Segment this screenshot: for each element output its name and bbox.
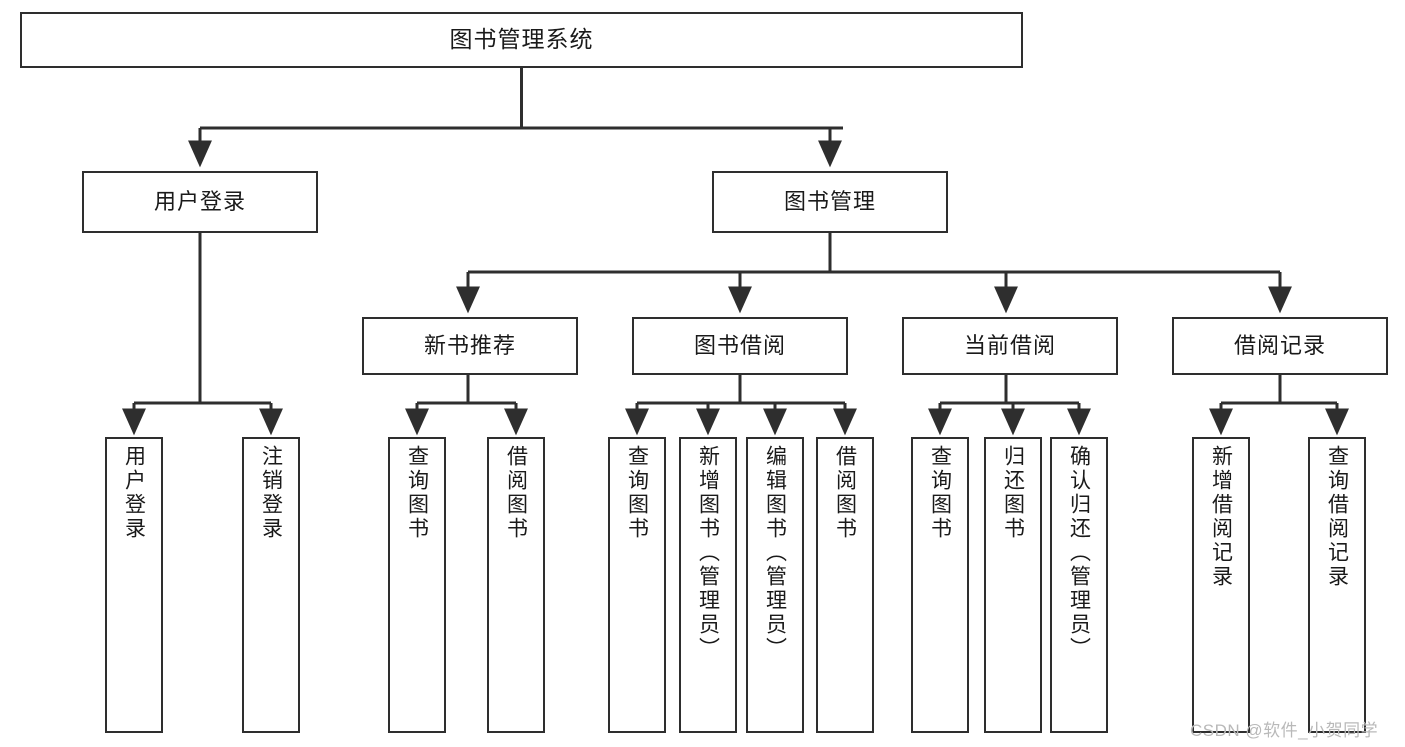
- node-leaf-add-book-label: 新增图书（管理员）: [696, 445, 720, 661]
- node-leaf-user-logout-label: 注销登录: [259, 445, 283, 541]
- node-user-login[interactable]: 用户登录: [82, 171, 318, 233]
- node-leaf-return-book-label: 归还图书: [1001, 445, 1025, 541]
- node-leaf-return-book[interactable]: 归还图书: [984, 437, 1042, 733]
- node-root[interactable]: 图书管理系统: [20, 12, 1023, 68]
- node-leaf-user-login[interactable]: 用户登录: [105, 437, 163, 733]
- csdn-watermark: CSDN @软件_小贺同学: [1190, 721, 1379, 740]
- node-leaf-query-book-rec[interactable]: 查询图书: [388, 437, 446, 733]
- node-leaf-edit-book-label: 编辑图书（管理员）: [763, 445, 787, 661]
- node-leaf-query-record[interactable]: 查询借阅记录: [1308, 437, 1366, 733]
- node-leaf-query-book-rec-label: 查询图书: [405, 445, 429, 541]
- node-leaf-borrow-book-rec-label: 借阅图书: [504, 445, 528, 541]
- node-leaf-add-record[interactable]: 新增借阅记录: [1192, 437, 1250, 733]
- node-leaf-query-book-current[interactable]: 查询图书: [911, 437, 969, 733]
- node-leaf-add-record-label: 新增借阅记录: [1209, 445, 1233, 589]
- node-leaf-borrow-book-rec[interactable]: 借阅图书: [487, 437, 545, 733]
- node-leaf-confirm-return-label: 确认归还（管理员）: [1067, 445, 1091, 661]
- node-current-borrow[interactable]: 当前借阅: [902, 317, 1118, 375]
- node-leaf-borrow-book-label: 借阅图书: [833, 445, 857, 541]
- node-leaf-query-record-label: 查询借阅记录: [1325, 445, 1349, 589]
- node-user-login-label: 用户登录: [153, 189, 246, 215]
- node-current-borrow-label: 当前借阅: [963, 333, 1056, 359]
- node-book-borrow-label: 图书借阅: [693, 333, 786, 359]
- node-borrow-record[interactable]: 借阅记录: [1172, 317, 1388, 375]
- node-leaf-query-book-borrow[interactable]: 查询图书: [608, 437, 666, 733]
- node-leaf-add-book[interactable]: 新增图书（管理员）: [679, 437, 737, 733]
- node-leaf-borrow-book[interactable]: 借阅图书: [816, 437, 874, 733]
- node-book-borrow[interactable]: 图书借阅: [632, 317, 848, 375]
- node-root-label: 图书管理系统: [449, 26, 594, 53]
- node-leaf-confirm-return[interactable]: 确认归还（管理员）: [1050, 437, 1108, 733]
- node-leaf-query-book-current-label: 查询图书: [928, 445, 952, 541]
- node-leaf-query-book-borrow-label: 查询图书: [625, 445, 649, 541]
- node-leaf-edit-book[interactable]: 编辑图书（管理员）: [746, 437, 804, 733]
- node-leaf-user-login-label: 用户登录: [122, 445, 146, 541]
- node-borrow-record-label: 借阅记录: [1233, 333, 1326, 359]
- node-book-manage-label: 图书管理: [783, 189, 876, 215]
- node-leaf-user-logout[interactable]: 注销登录: [242, 437, 300, 733]
- node-book-manage[interactable]: 图书管理: [712, 171, 948, 233]
- node-new-book-rec[interactable]: 新书推荐: [362, 317, 578, 375]
- node-new-book-rec-label: 新书推荐: [423, 333, 516, 359]
